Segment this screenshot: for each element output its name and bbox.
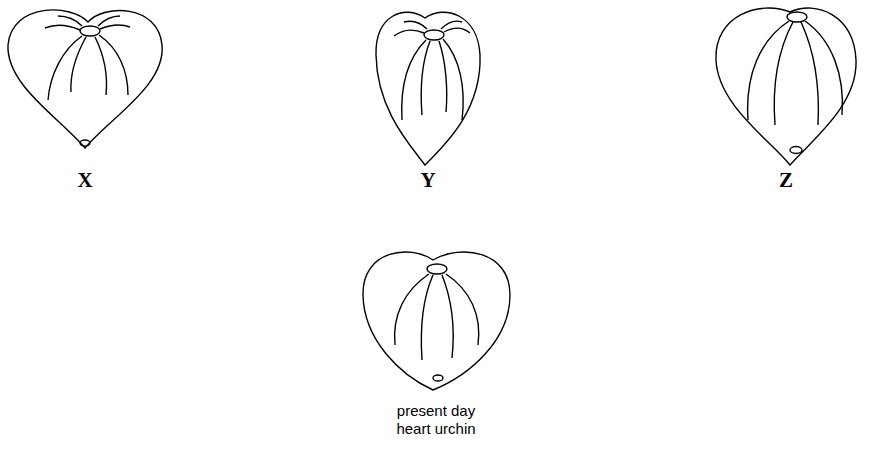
figure-letter: X (77, 168, 92, 193)
urchin-y (376, 12, 480, 165)
figure-letter: Y (420, 168, 435, 193)
figure-letter: Z (779, 168, 793, 193)
urchin-x (8, 10, 162, 148)
urchin-z (716, 8, 856, 165)
figure-caption: present day heart urchin (381, 402, 491, 438)
urchin-present-day (363, 252, 510, 390)
